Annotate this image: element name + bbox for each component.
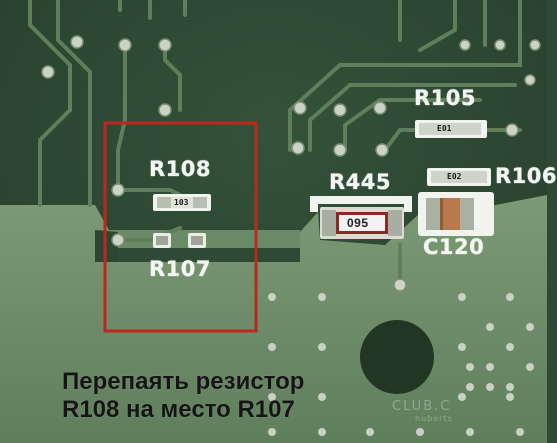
highlight-frame <box>103 121 258 333</box>
label-r106: R106 <box>495 164 557 188</box>
instruction-caption: Перепаять резистор R108 на место R107 <box>62 368 342 424</box>
label-r107: R107 <box>149 257 212 281</box>
mounting-hole <box>360 320 434 394</box>
chip-code-r105: E01 <box>437 124 452 133</box>
watermark-sub: nuberts <box>415 414 453 423</box>
label-r108: R108 <box>149 157 212 181</box>
chip-code-r106: E02 <box>447 172 462 181</box>
chip-code-r445: 095 <box>347 216 369 230</box>
caption-line-1: Перепаять резистор <box>62 368 305 395</box>
watermark: CLUB.C <box>392 399 452 414</box>
chip-code-r108: 103 <box>174 198 189 207</box>
label-r105: R105 <box>414 86 477 110</box>
label-c120: C120 <box>423 235 485 259</box>
stitching-vias <box>268 293 534 436</box>
label-r445: R445 <box>329 170 392 194</box>
via-group <box>41 35 541 292</box>
caption-line-2: R108 на место R107 <box>62 396 295 423</box>
